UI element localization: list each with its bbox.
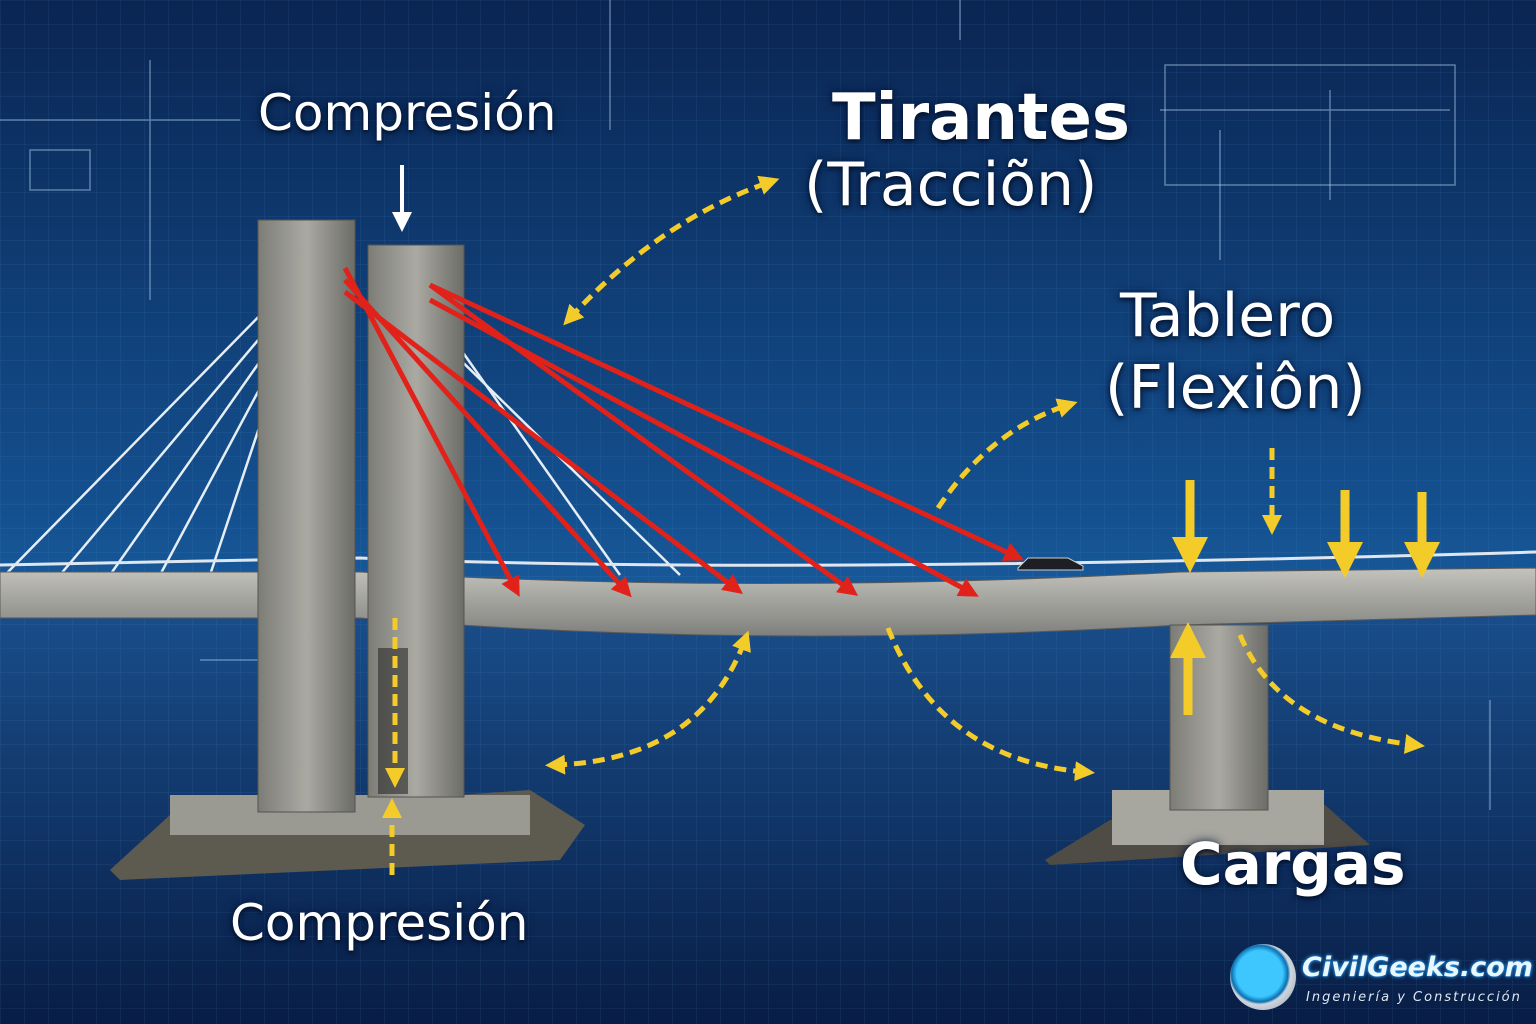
logo-name: CivilGeeks.com: [1302, 952, 1533, 983]
label-deck-title: Tablero: [1120, 281, 1336, 351]
load-arrows: [1170, 480, 1440, 715]
tension-cables: [342, 266, 1025, 598]
label-top-compression: Compresión: [258, 84, 557, 142]
pier-load-arrow: [1237, 634, 1425, 754]
car: [1017, 557, 1084, 571]
label-bottom-compression: Compresión: [230, 894, 529, 952]
label-cables-title: Tirantes: [832, 81, 1130, 155]
civilgeeks-logo: CivilGeeks.com Ingeniería y Construcción: [1226, 940, 1533, 1016]
deck-reaction-arrow: [545, 630, 751, 775]
force-arrows: [382, 175, 1425, 875]
cable-tension-arrow: [563, 175, 780, 326]
tower-front: [257, 219, 356, 813]
label-loads: Cargas: [1180, 830, 1406, 898]
logo-icon: [1230, 944, 1296, 1010]
deck-railing: [0, 550, 1536, 567]
label-cables-subtitle: (Tracciõn): [804, 150, 1098, 220]
deck-bending-arrow: [935, 398, 1078, 510]
logo-tagline: Ingeniería y Construcción: [1306, 990, 1522, 1005]
label-deck-subtitle: (Flexiôn): [1105, 353, 1366, 423]
